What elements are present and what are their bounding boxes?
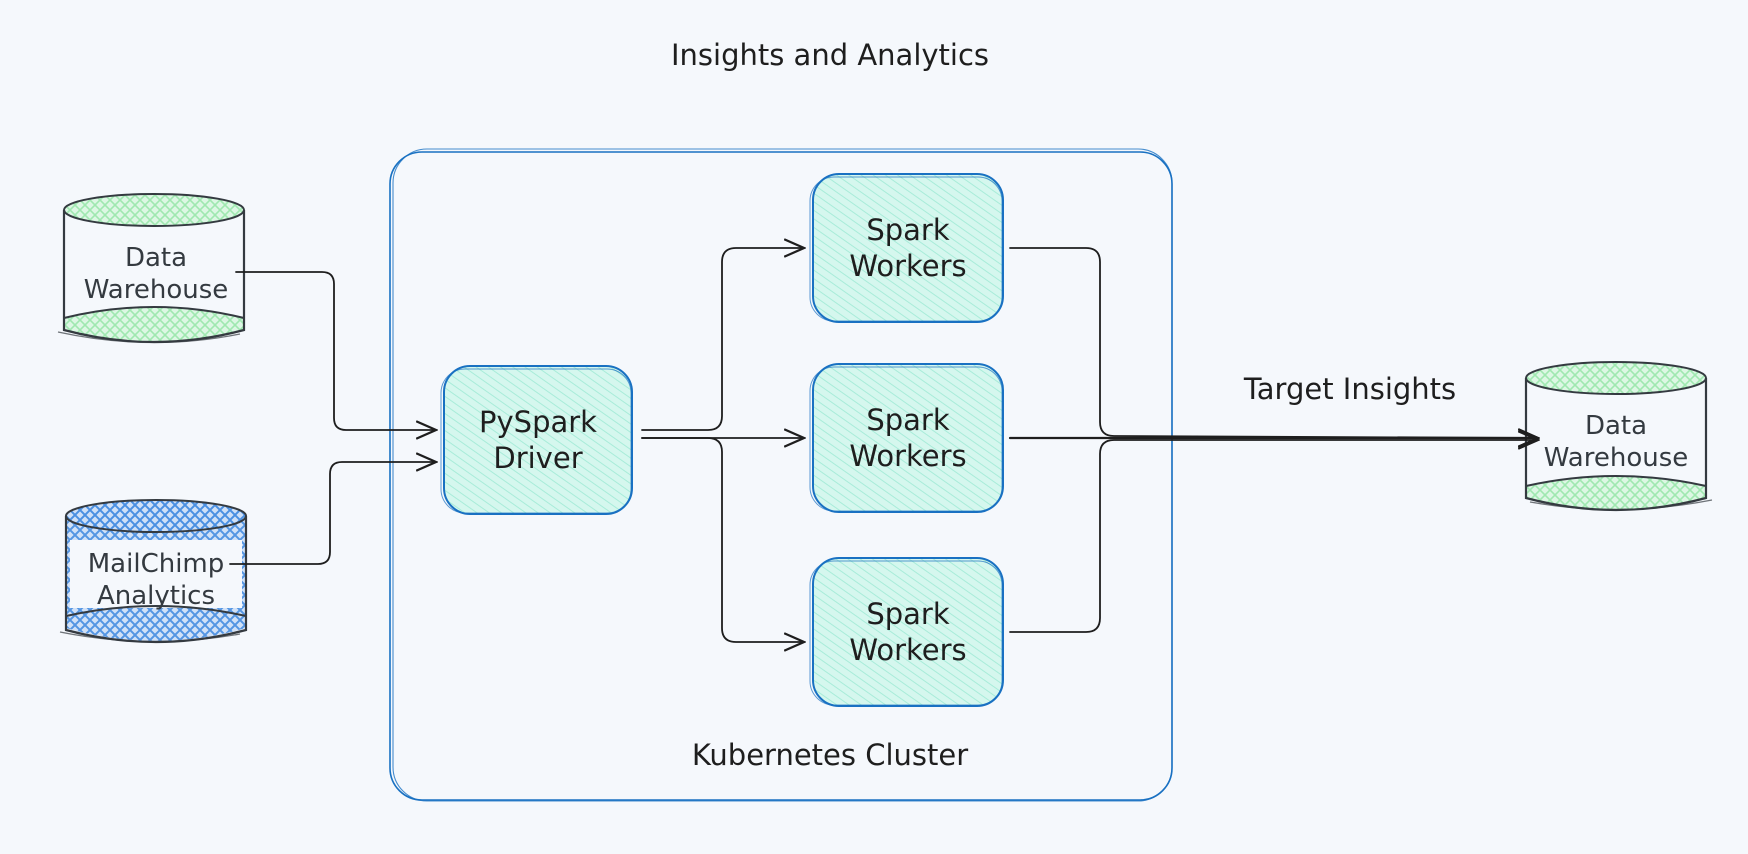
arrow-driver-to-worker-1 [641,248,804,431]
source-warehouse-label: Data Warehouse [83,242,229,306]
spark-workers-label-1: Spark Workers [849,212,967,283]
arrow-driver-to-worker-3 [641,437,804,642]
spark-workers-box-2 [809,363,1004,513]
kubernetes-cluster-label: Kubernetes Cluster [691,738,969,772]
target-warehouse-cylinder [1524,361,1713,512]
target-insights-label: Target Insights [1243,372,1457,406]
pyspark-driver-box [440,365,633,515]
arrow-worker-1-to-target [1009,247,1538,438]
spark-workers-box-1 [809,173,1004,323]
pyspark-driver-label: PySpark Driver [479,404,597,475]
arrow-worker-3-to-target [1009,440,1538,633]
spark-workers-label-2: Spark Workers [849,402,967,473]
source-warehouse-cylinder [57,193,246,344]
kubernetes-cluster-box [389,148,1173,802]
target-warehouse-label: Data Warehouse [1543,410,1689,474]
spark-workers-box-3 [809,557,1004,707]
arrow-warehouse-to-driver [235,271,436,430]
arrow-mailchimp-to-driver [229,462,436,565]
spark-workers-label-3: Spark Workers [849,596,967,667]
source-mailchimp-label: MailChimp Analytics [87,548,225,612]
diagram-title: Insights and Analytics [670,38,990,72]
source-mailchimp-cylinder [59,499,248,644]
